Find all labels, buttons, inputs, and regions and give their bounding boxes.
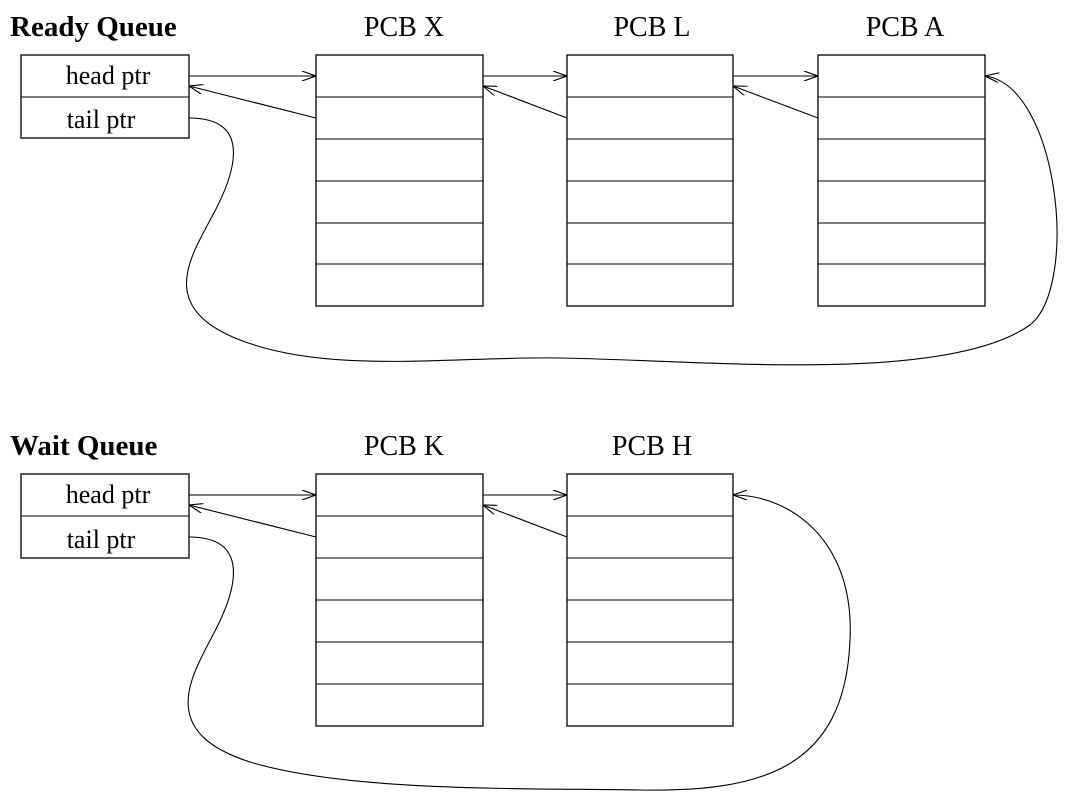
pcb-l-to-pcb-x-arrow (483, 86, 568, 119)
wait-queue-pointer-box: head ptr tail ptr (20, 473, 190, 559)
wait-queue: Wait Queue head ptr tail ptr PCB K PCB H (10, 430, 851, 791)
ready-queue-tail-ptr-label: tail ptr (67, 105, 136, 134)
ready-queue-pointer-box: head ptr tail ptr (20, 54, 190, 139)
pcb-x-title: PCB X (364, 12, 444, 43)
pcb-l: PCB L (566, 12, 734, 307)
pcb-a: PCB A (817, 12, 986, 307)
pcb-x-to-ready-head-arrow (189, 86, 317, 119)
pcb-k: PCB K (315, 431, 484, 727)
wait-queue-head-ptr-label: head ptr (66, 480, 151, 509)
pcb-h-title: PCB H (612, 431, 692, 462)
ready-queue: Ready Queue head ptr tail ptr PCB X PCB … (10, 11, 1058, 366)
pcb-a-title: PCB A (866, 12, 945, 43)
wait-queue-title: Wait Queue (10, 430, 158, 462)
pcb-a-to-pcb-l-arrow (733, 86, 819, 119)
pcb-x: PCB X (315, 12, 484, 307)
ready-tail-to-pcb-a-curve (186, 76, 1058, 366)
pcb-h-to-pcb-k-arrow (483, 505, 568, 538)
wait-tail-to-pcb-h-curve (187, 495, 851, 791)
ready-queue-head-ptr-label: head ptr (66, 61, 151, 90)
wait-queue-tail-ptr-label: tail ptr (67, 525, 136, 554)
pcb-h: PCB H (566, 431, 734, 727)
pcb-k-to-wait-head-arrow (189, 505, 317, 538)
ready-queue-title: Ready Queue (10, 11, 177, 43)
pcb-l-title: PCB L (613, 12, 690, 43)
pcb-k-title: PCB K (364, 431, 444, 462)
